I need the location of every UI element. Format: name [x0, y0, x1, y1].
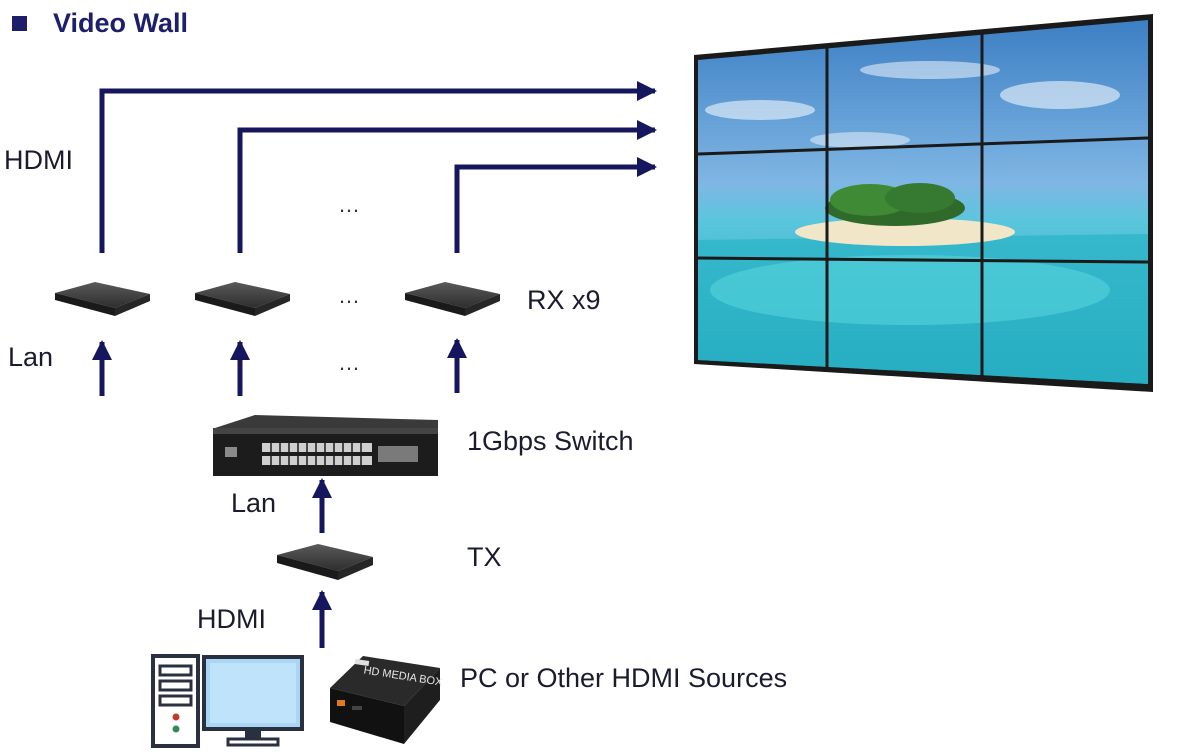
title-block: Video Wall	[12, 8, 188, 39]
receiver-box-icon	[195, 282, 290, 316]
ellipsis-rx: …	[338, 283, 360, 308]
lan-arrows	[92, 338, 467, 396]
hdmi-arrow-2	[237, 120, 657, 253]
title-bullet	[12, 16, 27, 31]
ellipsis-hdmi: …	[338, 192, 360, 217]
hdmi-bottom-label: HDMI	[197, 604, 266, 634]
lan-bottom-label: Lan	[231, 488, 277, 518]
switch-label: 1Gbps Switch	[467, 426, 634, 456]
network-switch-icon	[213, 415, 438, 476]
transmitter-box-icon	[277, 544, 373, 580]
hdmi-arrow-1	[99, 81, 657, 253]
sources-label: PC or Other HDMI Sources	[460, 663, 788, 693]
page-title: Video Wall	[53, 8, 189, 38]
tx-label: TX	[467, 542, 502, 572]
ellipsis-lan: …	[338, 350, 360, 375]
receiver-box-icon	[55, 282, 150, 316]
monitor-icon	[202, 655, 304, 747]
lan-top-label: Lan	[8, 342, 54, 372]
hdmi-output-arrows	[99, 81, 657, 253]
pc-tower-icon	[151, 654, 200, 748]
media-box-icon: HD MEDIA BOX	[330, 656, 444, 744]
receiver-box-icon	[405, 282, 500, 316]
hdmi-arrow-3	[454, 157, 657, 253]
video-wall-icon	[694, 14, 1153, 392]
hdmi-top-label: HDMI	[4, 145, 73, 175]
rx-label: RX x9	[527, 285, 601, 315]
